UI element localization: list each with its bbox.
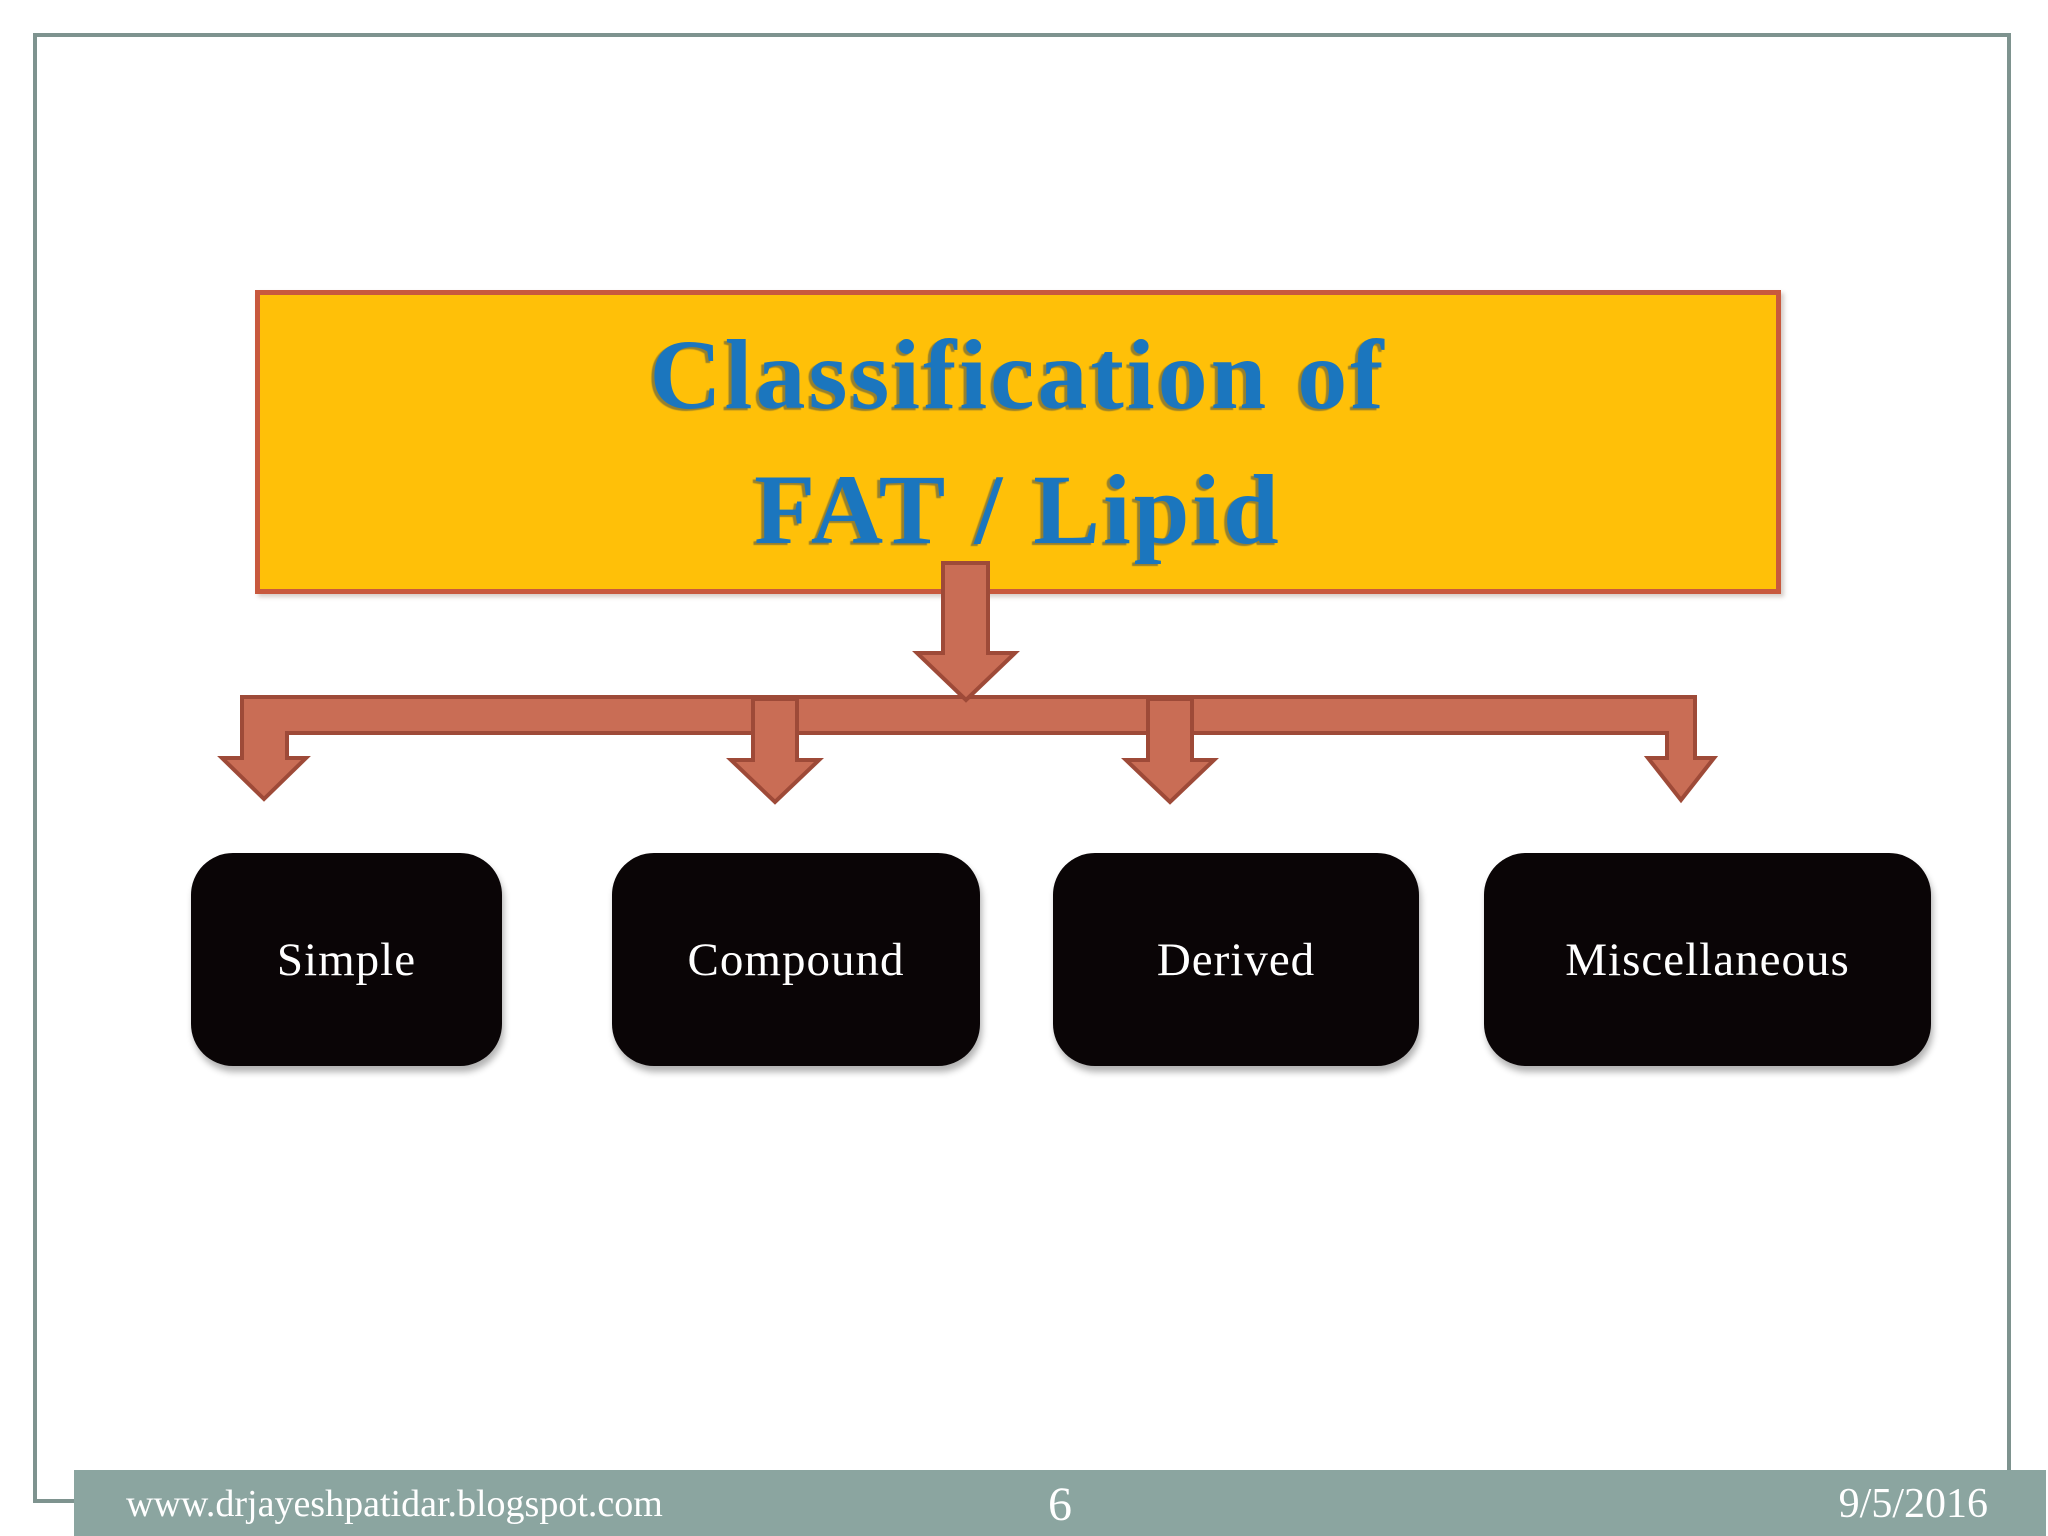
title-line-1: Classification of bbox=[649, 319, 1387, 430]
title-box: Classification of FAT / Lipid bbox=[255, 290, 1781, 594]
node-simple: Simple bbox=[191, 853, 502, 1066]
node-miscellaneous: Miscellaneous bbox=[1484, 853, 1931, 1066]
footer-bar: www.drjayeshpatidar.blogspot.com 6 9/5/2… bbox=[74, 1470, 2046, 1536]
node-simple-label: Simple bbox=[276, 933, 417, 986]
footer-date: 9/5/2016 bbox=[1838, 1481, 1988, 1527]
footer-website: www.drjayeshpatidar.blogspot.com bbox=[126, 1483, 663, 1525]
node-compound: Compound bbox=[612, 853, 980, 1066]
footer-page-number: 6 bbox=[1048, 1477, 1072, 1531]
node-compound-label: Compound bbox=[687, 933, 905, 986]
slide: Classification of FAT / Lipid Simple Com… bbox=[33, 33, 2046, 1536]
title-line-2: FAT / Lipid bbox=[754, 454, 1282, 565]
node-derived: Derived bbox=[1053, 853, 1419, 1066]
node-derived-label: Derived bbox=[1156, 933, 1316, 986]
node-miscellaneous-label: Miscellaneous bbox=[1565, 933, 1850, 986]
